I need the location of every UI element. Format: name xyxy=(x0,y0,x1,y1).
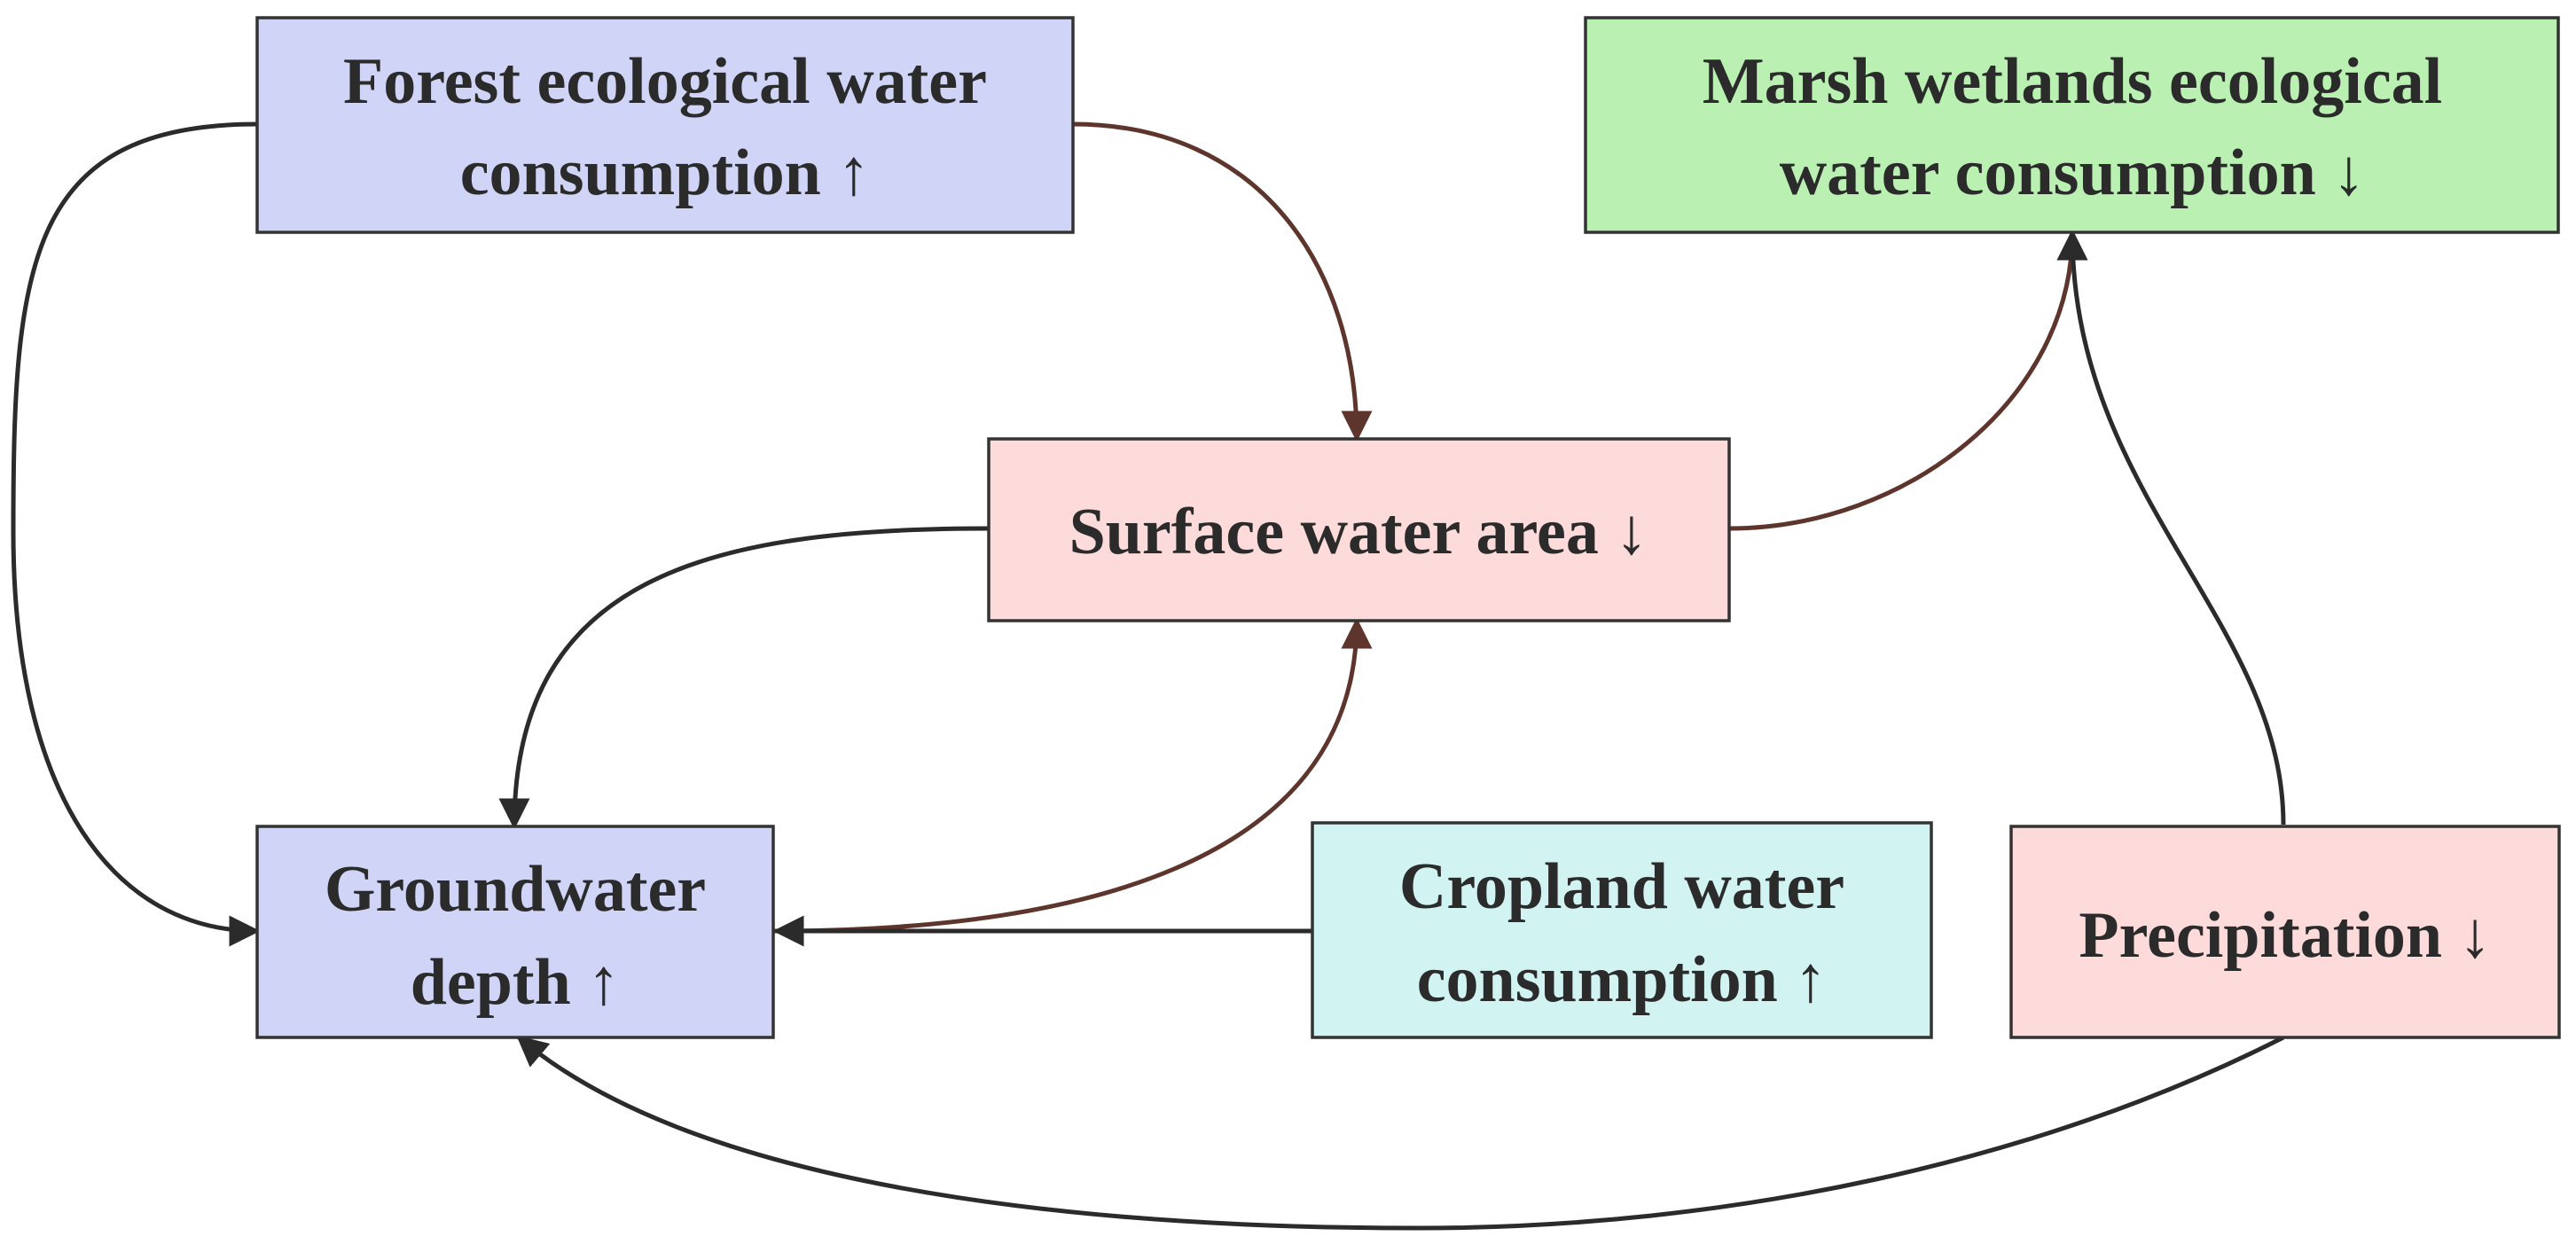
node-cropland-label-line2: consumption ↑ xyxy=(1417,943,1828,1016)
node-cropland-label-line1: Cropland water xyxy=(1399,850,1844,923)
edge-precipitation-to-marsh xyxy=(2056,229,2286,826)
edge-precipitation-to-groundwater xyxy=(516,1035,2285,1231)
node-groundwater-box xyxy=(255,825,775,1039)
node-forest-label-line1: Forest ecological water xyxy=(343,45,987,118)
node-precipitation-label: Precipitation ↓ xyxy=(2079,899,2491,972)
node-cropland-water-consumption: Cropland water consumption ↑ xyxy=(1311,821,1933,1039)
edge-forest-to-surface xyxy=(1072,121,1373,442)
node-groundwater-depth: Groundwater depth ↑ xyxy=(255,825,775,1039)
node-forest-label-line2: consumption ↑ xyxy=(460,137,871,209)
node-groundwater-label-line1: Groundwater xyxy=(325,853,706,926)
node-groundwater-label-line2: depth ↑ xyxy=(411,946,620,1019)
node-surface-label: Surface water area ↓ xyxy=(1069,496,1648,568)
edge-groundwater-to-surface xyxy=(772,617,1373,934)
node-forest-box xyxy=(255,16,1075,234)
node-forest-water-consumption: Forest ecological water consumption ↑ xyxy=(255,16,1075,234)
node-cropland-box xyxy=(1311,821,1933,1039)
node-precipitation: Precipitation ↓ xyxy=(2009,825,2561,1039)
node-marsh-water-consumption: Marsh wetlands ecological water consumpt… xyxy=(1584,16,2560,234)
node-surface-water-area: Surface water area ↓ xyxy=(987,437,1731,622)
node-surface-box xyxy=(987,437,1731,622)
edges xyxy=(11,121,2286,1231)
edge-forest-to-groundwater xyxy=(11,121,261,947)
edge-surface-to-groundwater xyxy=(498,526,990,830)
edge-surface-to-marsh xyxy=(1728,229,2088,531)
node-precipitation-box xyxy=(2009,825,2561,1039)
node-marsh-label-line1: Marsh wetlands ecological xyxy=(1703,45,2442,118)
node-marsh-label-line2: water consumption ↓ xyxy=(1780,137,2366,209)
node-marsh-box xyxy=(1584,16,2560,234)
